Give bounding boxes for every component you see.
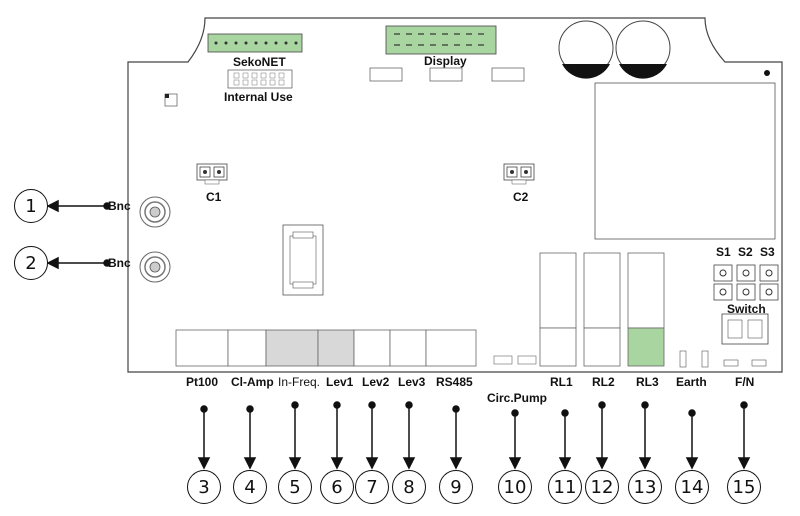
fuse-holder <box>282 224 324 296</box>
s1-label: S1 <box>716 245 731 259</box>
terminal-label-cl-amp: Cl-Amp <box>231 375 274 389</box>
callout-number-5: 5 <box>278 470 312 504</box>
internal-use-label: Internal Use <box>224 90 293 104</box>
callout-number-3: 3 <box>187 470 221 504</box>
c1-label: C1 <box>206 190 222 204</box>
terminal-label-circ-pump: Circ.Pump <box>487 391 548 405</box>
bnc-label-2: Bnc <box>108 256 131 270</box>
terminal-rl1 <box>539 327 577 367</box>
capacitor-left <box>558 20 614 79</box>
cn-connector-a <box>369 67 403 82</box>
terminal-in-freq <box>265 329 319 367</box>
terminal-label-lev1: Lev1 <box>326 375 354 389</box>
terminal-label-pt100: Pt100 <box>186 375 219 389</box>
callout-number-13: 13 <box>628 470 662 504</box>
s2-label: S2 <box>738 245 753 259</box>
capacitor-right <box>615 20 671 79</box>
terminal-label-rs485: RS485 <box>436 375 473 389</box>
terminal-lev2 <box>353 329 391 367</box>
terminal-fn-a <box>723 359 739 367</box>
callout-number-14: 14 <box>675 470 709 504</box>
sekonet-label: SekoNET <box>233 55 286 69</box>
display-connector <box>385 25 497 55</box>
terminal-rl3 <box>627 327 665 367</box>
terminal-lev3 <box>389 329 427 367</box>
callout-number-11: 11 <box>548 470 582 504</box>
callout-number-1: 1 <box>14 189 48 223</box>
terminal-pt100 <box>175 329 229 367</box>
callout-number-2: 2 <box>14 246 48 280</box>
terminal-earth <box>679 350 709 368</box>
switch-block <box>721 313 769 345</box>
terminal-label-in-freq: In-Freq. <box>278 375 321 389</box>
relay-rl2 <box>583 252 621 329</box>
terminal-lev1 <box>317 329 355 367</box>
callout-number-8: 8 <box>392 470 426 504</box>
bnc-arrows <box>46 199 111 270</box>
c1-jumper <box>196 163 228 185</box>
terminal-label-earth: Earth <box>676 375 707 389</box>
callout-number-15: 15 <box>727 470 761 504</box>
terminal-label-lev2: Lev2 <box>362 375 390 389</box>
terminal-label-lev3: Lev3 <box>398 375 426 389</box>
c2-label: C2 <box>513 190 529 204</box>
terminal-cl-amp <box>227 329 267 367</box>
relay-rl1 <box>539 252 577 329</box>
terminal-rl2 <box>583 327 621 367</box>
terminal-label-rl2: RL2 <box>592 375 615 389</box>
cn-connector-b <box>429 67 463 82</box>
terminal-label-rl1: RL1 <box>550 375 573 389</box>
switch-label: Switch <box>727 302 766 316</box>
terminal-circ-pump-b <box>517 355 537 365</box>
display-label: Display <box>424 54 467 68</box>
callout-number-6: 6 <box>320 470 354 504</box>
callout-lines <box>197 401 751 470</box>
terminal-label-fn: F/N <box>735 375 755 389</box>
callout-number-7: 7 <box>355 470 389 504</box>
bnc-label-1: Bnc <box>108 199 131 213</box>
bnc-connector-1 <box>139 196 171 228</box>
callout-number-9: 9 <box>439 470 473 504</box>
terminal-rs485 <box>425 329 477 367</box>
bnc-connector-2 <box>139 251 171 283</box>
cn-connector-c <box>491 67 525 82</box>
relay-rl3 <box>627 252 665 329</box>
internal-use-header <box>227 69 293 89</box>
large-module <box>594 82 776 240</box>
callout-number-4: 4 <box>233 470 267 504</box>
terminal-fn-b <box>751 359 767 367</box>
terminal-circ-pump-a <box>493 355 513 365</box>
terminal-label-rl3: RL3 <box>636 375 659 389</box>
s3-label: S3 <box>760 245 775 259</box>
callout-number-12: 12 <box>585 470 619 504</box>
mount-hole <box>764 70 770 76</box>
callout-number-10: 10 <box>498 470 532 504</box>
c2-jumper <box>503 163 535 185</box>
